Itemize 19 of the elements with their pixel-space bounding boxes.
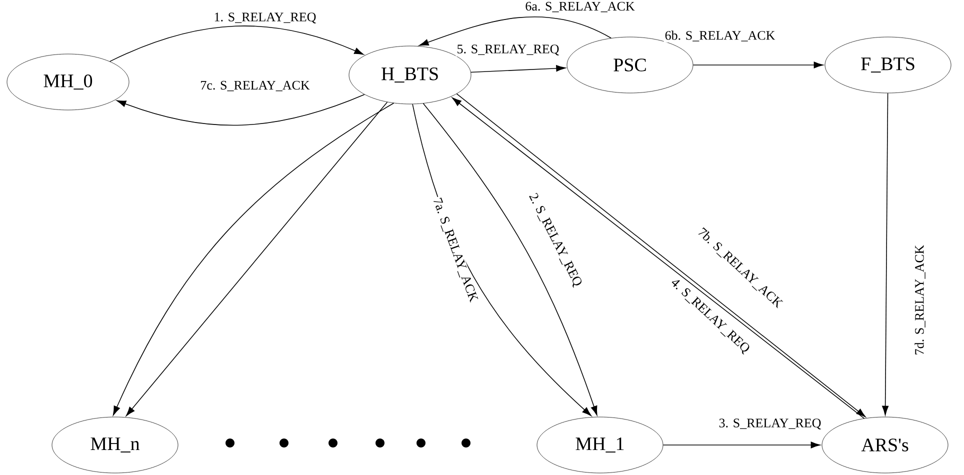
arrow xyxy=(116,94,365,126)
edge-label: 5. S_RELAY_REQ xyxy=(456,44,560,56)
edge-label: 6a. S_RELAY_ACK xyxy=(524,0,636,14)
arrow xyxy=(882,92,889,416)
edge-label: 6b. S_RELAY_ACK xyxy=(664,30,776,42)
arrow xyxy=(662,442,820,448)
edge-label: 1. S_RELAY_REQ xyxy=(212,12,318,24)
arrow xyxy=(109,26,364,62)
arrow xyxy=(419,16,612,46)
ellipse-node: ARS's xyxy=(822,416,948,474)
ellipse-node: MH_0 xyxy=(6,54,130,110)
edge-label: 7d. S_RELAY_ACK xyxy=(914,244,926,356)
edge-label: 3. S_RELAY_REQ xyxy=(718,418,822,430)
arrow xyxy=(470,65,566,73)
ellipse-node: MH_n xyxy=(52,416,178,474)
ellipse-node: MH_1 xyxy=(536,416,664,474)
edge-label: 7c. S_RELAY_ACK xyxy=(199,80,311,92)
ellipse-node: F_BTS xyxy=(824,36,952,94)
arrow xyxy=(692,62,824,68)
